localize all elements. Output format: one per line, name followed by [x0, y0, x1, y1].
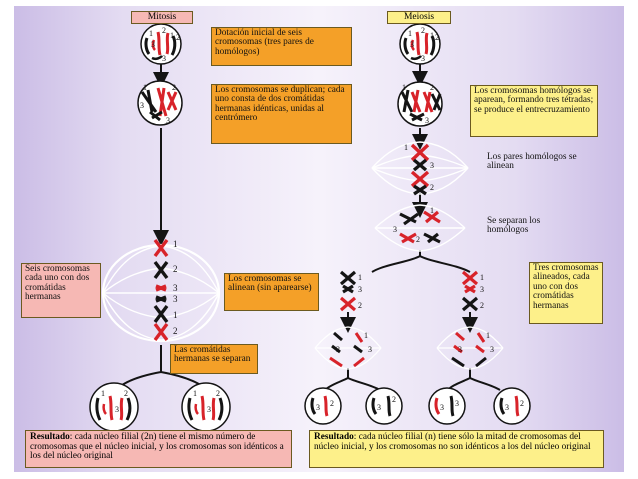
- svg-text:2: 2: [416, 235, 420, 244]
- svg-text:2: 2: [480, 301, 484, 310]
- mitosis-result-label: Resultado: [30, 432, 70, 442]
- svg-text:3: 3: [151, 40, 155, 49]
- svg-text:1: 1: [193, 389, 197, 398]
- svg-text:2: 2: [435, 33, 439, 42]
- svg-text:1: 1: [480, 273, 484, 282]
- meiosis-gamete-3: 3 3: [428, 387, 466, 425]
- mitosis-duplicated-cell: 1 2 3 3: [137, 80, 183, 126]
- svg-text:3: 3: [480, 285, 484, 294]
- mitosis-metaphase-spindle: 1 2 3 3 1 2: [101, 238, 221, 343]
- svg-text:3: 3: [173, 294, 178, 304]
- svg-text:2: 2: [216, 389, 220, 398]
- svg-text:2: 2: [392, 395, 396, 404]
- svg-text:2: 2: [176, 33, 180, 42]
- svg-text:3: 3: [140, 101, 144, 110]
- svg-text:3: 3: [458, 345, 462, 354]
- svg-text:2: 2: [124, 389, 128, 398]
- meiosis-initial-cell: 1 2 1 2 3 3: [399, 23, 441, 65]
- svg-text:2: 2: [173, 264, 178, 274]
- meiosis-gamete-1: 3 2: [304, 387, 342, 425]
- mitosis-result-text: : cada núcleo filial (2n) tiene el mismo…: [30, 432, 284, 462]
- svg-text:3: 3: [421, 54, 425, 63]
- svg-text:3: 3: [410, 40, 414, 49]
- svg-text:2: 2: [172, 83, 176, 92]
- svg-text:3: 3: [316, 403, 320, 412]
- mitosis-title: Mitosis: [131, 11, 193, 24]
- meiosis-result-label: Resultado: [314, 432, 354, 442]
- svg-text:3: 3: [358, 285, 362, 294]
- svg-text:3: 3: [115, 405, 119, 414]
- svg-text:2: 2: [430, 83, 434, 92]
- svg-text:3: 3: [377, 403, 381, 412]
- label-initial-chromosomes: Dotación inicial de seis cromosomas (tre…: [211, 27, 352, 66]
- meiosis-tetrad-cell: 1 2 3: [397, 81, 443, 127]
- label-homologs-separate: Se separan los homólogos: [487, 216, 541, 236]
- svg-text:2: 2: [330, 399, 334, 408]
- label-homologs-pair: Los cromosomas homólogos se aparean, for…: [470, 85, 598, 137]
- svg-text:3: 3: [440, 403, 444, 412]
- label-chromosomes-align: Los cromosomas se alinean (sin aparearse…: [224, 273, 319, 311]
- svg-text:3: 3: [425, 116, 429, 125]
- svg-text:2: 2: [520, 399, 524, 408]
- arrow-meiosis-split: [371, 250, 471, 273]
- arrow-meiosis-right-split: [447, 368, 501, 391]
- mitosis-initial-cell: 1 2 1 2 3 3: [140, 23, 182, 65]
- svg-text:1: 1: [404, 143, 408, 152]
- svg-text:1: 1: [486, 331, 490, 340]
- svg-text:3: 3: [336, 345, 340, 354]
- label-chromosome-duplication: Los cromosomas se duplican; cada uno con…: [211, 84, 352, 144]
- meiosis-result: Resultado: cada núcleo filial (n) tiene …: [309, 430, 604, 468]
- svg-text:3: 3: [490, 345, 494, 354]
- svg-text:3: 3: [430, 161, 434, 170]
- svg-text:1: 1: [143, 83, 147, 92]
- svg-text:3: 3: [393, 225, 397, 234]
- svg-text:2: 2: [430, 183, 434, 192]
- svg-text:1: 1: [430, 206, 434, 215]
- mitosis-daughter-cell-right: 1 3 2: [181, 382, 231, 432]
- svg-text:1: 1: [173, 310, 178, 320]
- label-homolog-pairs-align: Los pares homólogos se alinean: [487, 152, 577, 172]
- meiosis-second-anaphase-right: 1 3 3: [436, 326, 504, 370]
- meiosis-second-division-right: 1 3 2: [461, 270, 484, 312]
- svg-text:1: 1: [430, 31, 434, 40]
- svg-text:2: 2: [421, 26, 425, 35]
- svg-text:3: 3: [173, 283, 178, 293]
- meiosis-result-text: : cada núcleo filial (n) tiene sólo la m…: [314, 432, 591, 452]
- meiosis-gamete-4: 3 2: [493, 387, 531, 425]
- meiosis-second-division-left: 1 3 2: [339, 270, 362, 312]
- label-chromatids-separate: Las cromátidas hermanas se separan: [170, 344, 258, 374]
- meiosis-homolog-separation-spindle: 1 3 2: [374, 204, 466, 252]
- svg-text:2: 2: [358, 301, 362, 310]
- meiosis-homolog-alignment-spindle: 1 3 2: [371, 141, 469, 196]
- svg-text:3: 3: [207, 405, 211, 414]
- svg-text:3: 3: [455, 399, 459, 408]
- label-three-chromosomes: Tres cromosomas alineados, cada uno con …: [529, 262, 603, 324]
- svg-text:1: 1: [101, 389, 105, 398]
- svg-text:3: 3: [505, 403, 509, 412]
- meiosis-title: Meiosis: [387, 11, 451, 24]
- svg-text:1: 1: [358, 273, 362, 282]
- svg-text:1: 1: [402, 83, 406, 92]
- svg-text:1: 1: [170, 31, 174, 40]
- svg-text:1: 1: [408, 29, 412, 38]
- label-six-chromosomes: Seis cromosomas cada uno con dos cromáti…: [21, 263, 101, 318]
- mitosis-result: Resultado: cada núcleo filial (2n) tiene…: [25, 430, 292, 468]
- svg-text:1: 1: [364, 331, 368, 340]
- svg-text:3: 3: [162, 54, 166, 63]
- meiosis-gamete-2: 3 2: [365, 387, 403, 425]
- svg-text:3: 3: [368, 345, 372, 354]
- svg-text:2: 2: [162, 26, 166, 35]
- meiosis-second-anaphase-left: 1 3 3: [314, 326, 382, 370]
- mitosis-daughter-cell-left: 1 3 2: [89, 382, 139, 432]
- svg-text:3: 3: [166, 116, 170, 125]
- svg-text:1: 1: [149, 29, 153, 38]
- svg-text:2: 2: [173, 326, 178, 336]
- svg-text:1: 1: [173, 239, 178, 249]
- arrow-meiosis-left-split: [324, 368, 381, 391]
